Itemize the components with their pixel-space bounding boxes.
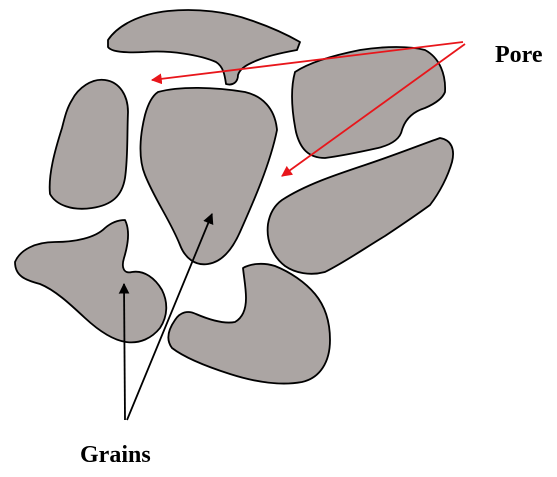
grain-right-lower (268, 138, 453, 274)
grain-bottom-center (168, 264, 330, 384)
grains-group (15, 10, 453, 384)
grain-right-upper (292, 47, 445, 158)
pore-label: Pore (495, 42, 543, 68)
grain-left-lower (15, 220, 166, 342)
grain-center (140, 88, 277, 264)
grain-arrow-left-lower (124, 284, 125, 420)
grains-label: Grains (80, 442, 151, 468)
grain-left-upper (50, 80, 128, 209)
